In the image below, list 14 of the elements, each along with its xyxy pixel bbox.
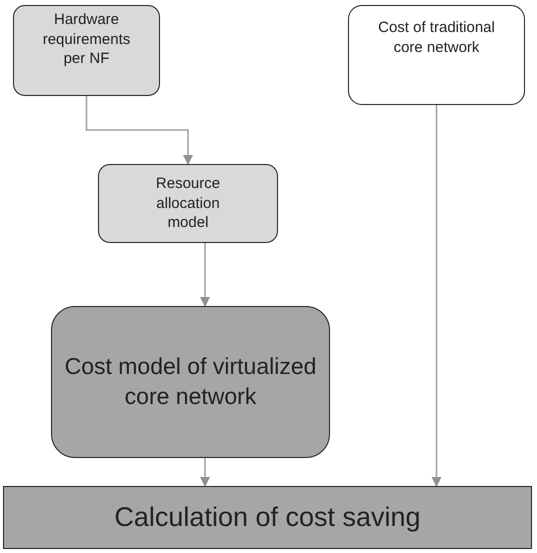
result-box xyxy=(3,486,532,549)
arrow xyxy=(200,243,210,307)
process-box xyxy=(98,164,278,243)
process-box xyxy=(51,306,330,458)
process-box xyxy=(13,5,160,96)
node-label: Hardware requirements per NF xyxy=(42,10,132,68)
arrow xyxy=(200,458,210,487)
process-box xyxy=(348,5,525,105)
arrow xyxy=(432,105,442,487)
node-label: Cost model of virtualized core network xyxy=(64,352,318,411)
node-label: Cost of traditional core network xyxy=(377,18,496,57)
arrow xyxy=(86,96,193,165)
node-label: Calculation of cost saving xyxy=(114,500,421,534)
node-label: Resource allocation model xyxy=(154,174,222,233)
